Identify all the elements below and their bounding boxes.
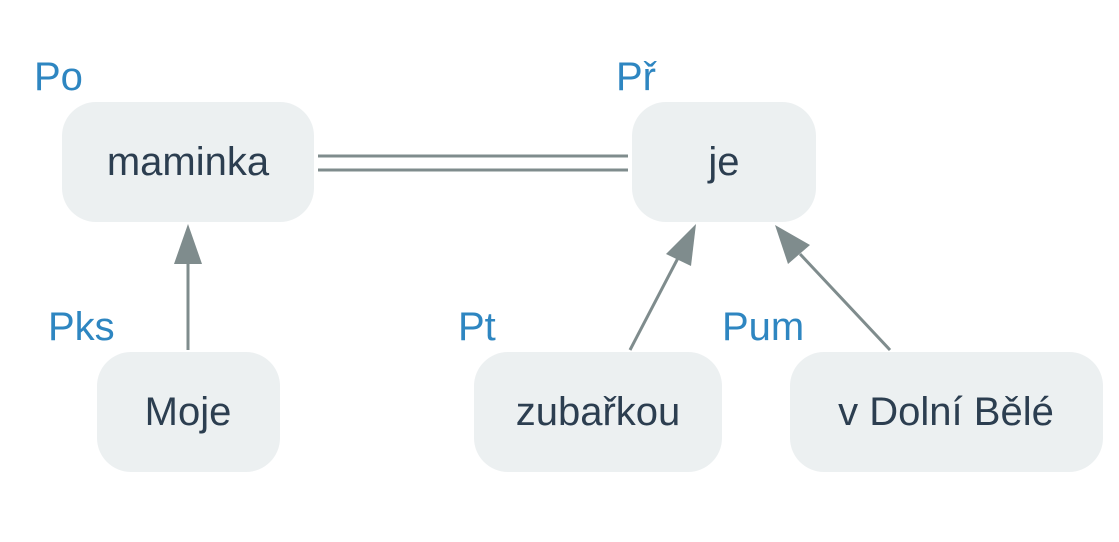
role-label-pt: Pt [458, 305, 496, 349]
role-label-pum: Pum [722, 305, 804, 349]
node-word: v Dolní Bělé [838, 390, 1054, 434]
node-box [790, 352, 1103, 472]
node-maminka: maminka [62, 102, 314, 222]
node-word: je [707, 140, 739, 184]
node-box [97, 352, 280, 472]
role-label-pr: Př [616, 55, 658, 99]
node-box [632, 102, 816, 222]
node-zubarkou: zubařkou [474, 352, 722, 472]
node-moje: Moje [97, 352, 280, 472]
node-dolni: v Dolní Bělé [790, 352, 1103, 472]
node-word: zubařkou [516, 390, 681, 434]
edge-zubarkou-je [628, 257, 680, 351]
role-labels: Po Př Pks Pt Pum [34, 55, 804, 349]
node-je: je [632, 102, 816, 222]
role-label-po: Po [34, 55, 83, 99]
edge-dolni-je [798, 252, 892, 352]
arrowhead-zubarkou-je [666, 224, 696, 266]
node-word: Moje [145, 390, 232, 434]
node-box [62, 102, 314, 222]
arrowhead-moje-maminka [174, 224, 202, 264]
edges [174, 154, 892, 352]
arrowhead-dolni-je [775, 225, 810, 264]
node-box [474, 352, 722, 472]
role-label-pks: Pks [48, 305, 115, 349]
node-word: maminka [107, 140, 270, 184]
